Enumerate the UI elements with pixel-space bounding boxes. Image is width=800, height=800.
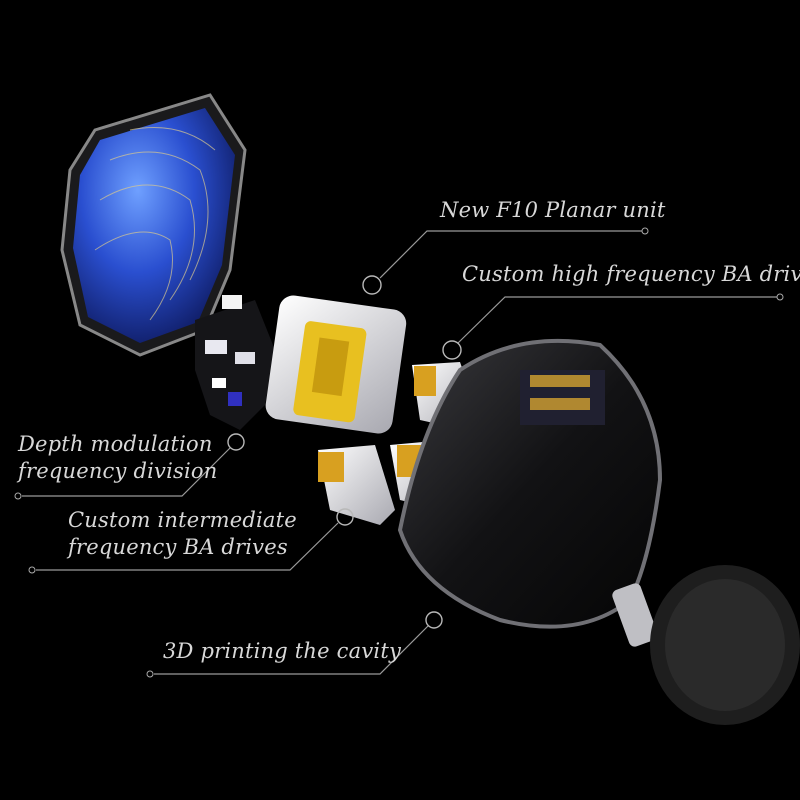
callout-text: 3D printing the cavity (163, 639, 402, 663)
callout-depth-modulation: Depth modulation frequency division (18, 431, 217, 485)
planar-unit (265, 295, 407, 434)
callout-text: Depth modulation (18, 432, 213, 456)
callout-high-frequency-ba: Custom high frequency BA driver (462, 261, 800, 288)
callout-intermediate-ba: Custom intermediate frequency BA drives (68, 507, 297, 561)
crossover-board (195, 295, 275, 430)
callout-text: Custom high frequency BA driver (462, 262, 800, 286)
callout-planar-unit: New F10 Planar unit (440, 197, 666, 224)
callout-text: Custom intermediate (68, 508, 297, 532)
callout-text: frequency BA drives (68, 535, 288, 559)
earphone-shell (397, 338, 800, 725)
faceplate (60, 93, 247, 357)
callout-lines (14, 227, 784, 678)
callout-3d-printed-cavity: 3D printing the cavity (163, 638, 401, 665)
callout-text: New F10 Planar unit (440, 198, 666, 222)
callout-text: frequency division (18, 459, 218, 483)
